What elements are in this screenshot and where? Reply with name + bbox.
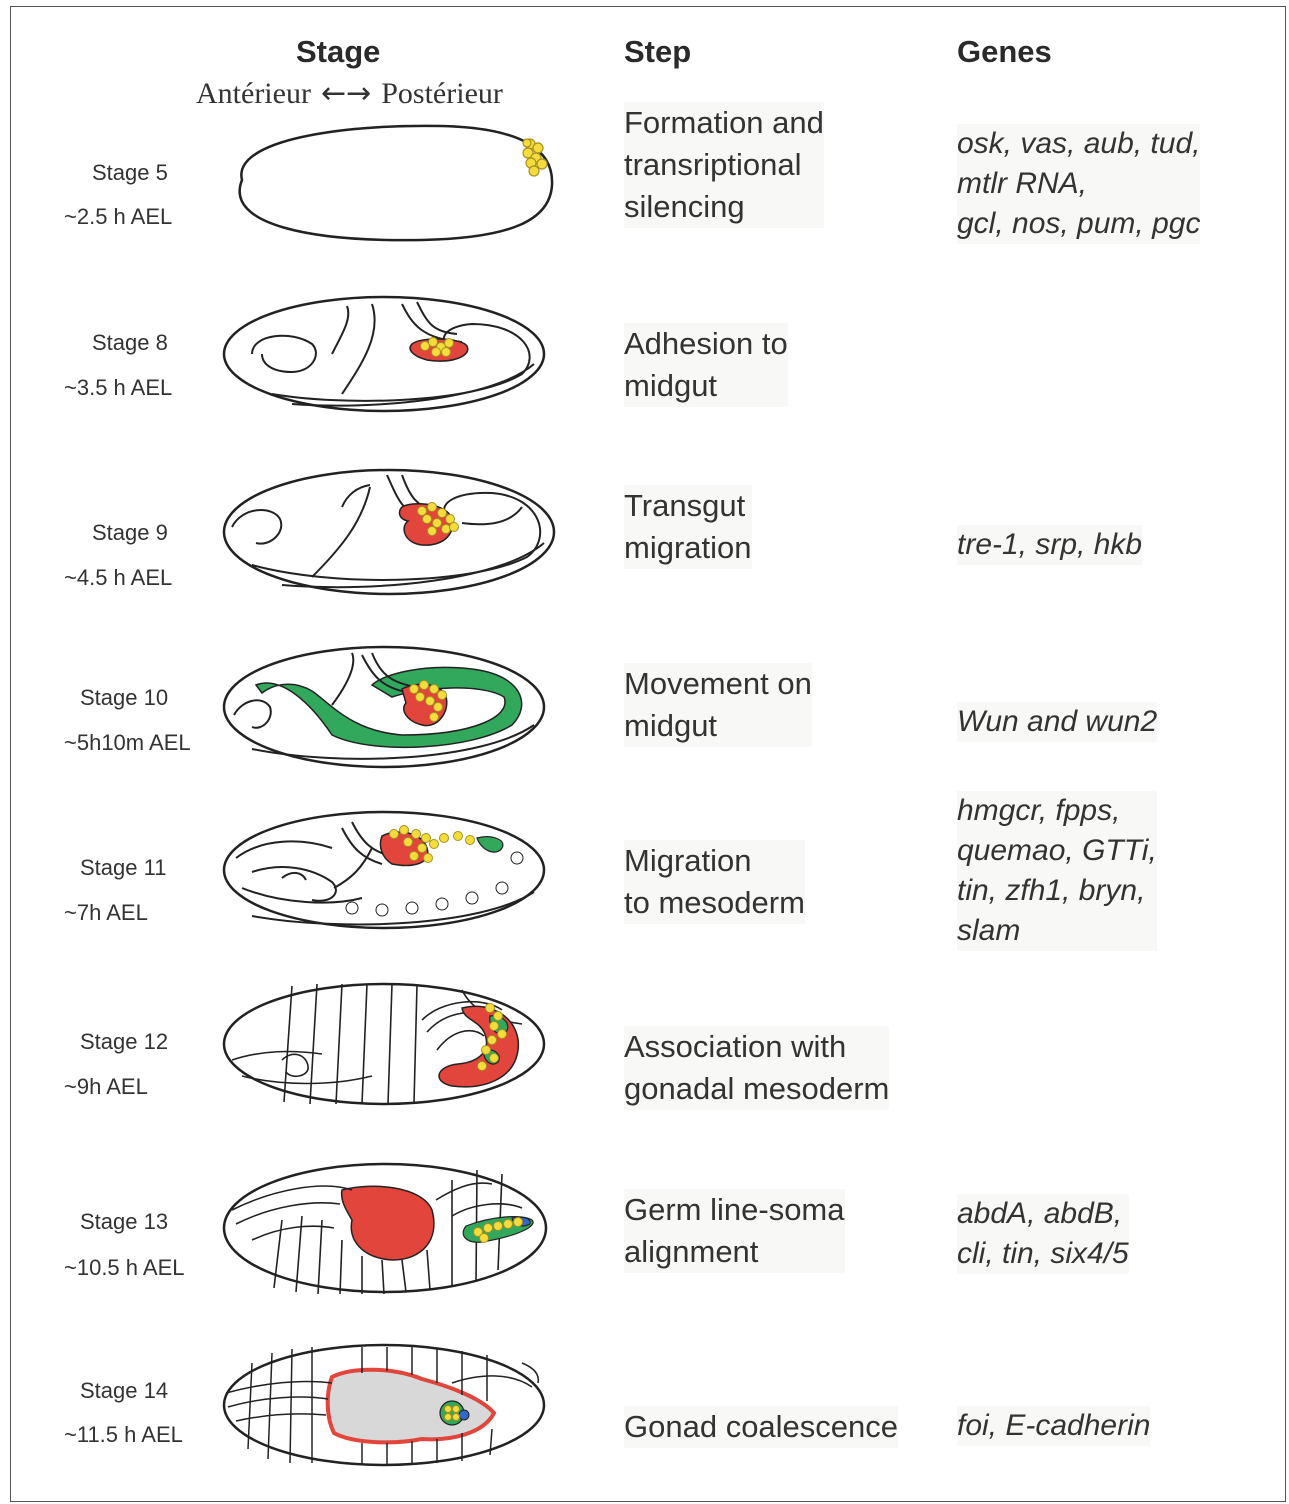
stage-13-step: Germ line-soma alignment (624, 1189, 845, 1273)
stage-14-time: ~11.5 h AEL (64, 1422, 183, 1448)
stage-5-embryo-diagram (222, 120, 562, 245)
genes-line: hmgcr, fpps, (957, 791, 1157, 831)
genes-line: Wun and wun2 (957, 702, 1157, 742)
stage-column-header: Stage (296, 34, 380, 70)
stage-9-time: ~4.5 h AEL (64, 565, 172, 591)
step-line: migration (624, 527, 752, 569)
stage-11-name: Stage 11 (80, 855, 166, 881)
genes-line: slam (957, 911, 1157, 951)
stage-11-genes: hmgcr, fpps, quemao, GTTi, tin, zfh1, br… (957, 791, 1157, 951)
stage-12-time: ~9h AEL (64, 1074, 148, 1100)
step-line: to mesoderm (624, 882, 805, 924)
step-line: gonadal mesoderm (624, 1068, 889, 1110)
stage-12-embryo-diagram (222, 980, 546, 1110)
genes-line: gcl, nos, pum, pgc (957, 204, 1200, 244)
genes-line: mtlr RNA, (957, 164, 1200, 204)
step-line: Transgut (624, 485, 752, 527)
stage-11-time: ~7h AEL (64, 900, 148, 926)
step-line: alignment (624, 1231, 845, 1273)
stage-9-step: Transgut migration (624, 485, 752, 569)
stage-14-name: Stage 14 (80, 1378, 168, 1404)
stage-9-genes: tre-1, srp, hkb (957, 525, 1142, 565)
stage-12-step: Association with gonadal mesoderm (624, 1026, 889, 1110)
stage-10-time: ~5h10m AEL (64, 730, 191, 756)
step-line: Association with (624, 1026, 889, 1068)
stage-8-time: ~3.5 h AEL (64, 375, 172, 401)
genes-line: osk, vas, aub, tud, (957, 124, 1200, 164)
stage-13-embryo-diagram (222, 1160, 548, 1296)
genes-line: foi, E-cadherin (957, 1406, 1150, 1446)
genes-line: abdA, abdB, (957, 1194, 1129, 1234)
step-line: Migration (624, 840, 805, 882)
genes-column-header: Genes (957, 34, 1052, 70)
step-line: midgut (624, 365, 788, 407)
step-line: Movement on (624, 663, 812, 705)
posterior-label: Postérieur (381, 77, 503, 110)
stage-9-name: Stage 9 (92, 520, 168, 546)
stage-14-embryo-diagram (222, 1343, 546, 1469)
stage-10-embryo-diagram (222, 645, 546, 770)
genes-line: tin, zfh1, bryn, (957, 871, 1157, 911)
stage-11-step: Migration to mesoderm (624, 840, 805, 924)
stage-5-step: Formation and transriptional silencing (624, 102, 824, 228)
stage-11-embryo-diagram (222, 808, 546, 938)
anterior-posterior-axis-label: Antérieur ←→ Postérieur (196, 76, 503, 111)
stage-13-name: Stage 13 (80, 1209, 168, 1235)
stage-13-time: ~10.5 h AEL (64, 1255, 185, 1281)
stage-8-name: Stage 8 (92, 330, 168, 356)
step-line: Gonad coalescence (624, 1406, 898, 1448)
step-line: Germ line-soma (624, 1189, 845, 1231)
genes-line: tre-1, srp, hkb (957, 525, 1142, 565)
step-line: midgut (624, 705, 812, 747)
step-line: Adhesion to (624, 323, 788, 365)
stage-8-step: Adhesion to midgut (624, 323, 788, 407)
stage-13-genes: abdA, abdB, cli, tin, six4/5 (957, 1194, 1129, 1274)
genes-line: quemao, GTTi, (957, 831, 1157, 871)
bidirectional-arrow-icon: ←→ (321, 76, 371, 111)
step-column-header: Step (624, 34, 691, 70)
step-line: Formation and (624, 102, 824, 144)
stage-5-name: Stage 5 (92, 160, 168, 186)
step-line: silencing (624, 186, 824, 228)
anterior-label: Antérieur (196, 77, 311, 110)
stage-14-step: Gonad coalescence (624, 1406, 898, 1448)
stage-10-genes: Wun and wun2 (957, 702, 1157, 742)
step-line: transriptional (624, 144, 824, 186)
stage-10-name: Stage 10 (80, 685, 168, 711)
genes-line: cli, tin, six4/5 (957, 1234, 1129, 1274)
stage-12-name: Stage 12 (80, 1029, 168, 1055)
stage-8-embryo-diagram (222, 294, 546, 414)
stage-5-time: ~2.5 h AEL (64, 204, 172, 230)
stage-10-step: Movement on midgut (624, 663, 812, 747)
stage-5-genes: osk, vas, aub, tud, mtlr RNA, gcl, nos, … (957, 124, 1200, 244)
stage-14-genes: foi, E-cadherin (957, 1406, 1150, 1446)
stage-9-embryo-diagram (222, 467, 556, 597)
